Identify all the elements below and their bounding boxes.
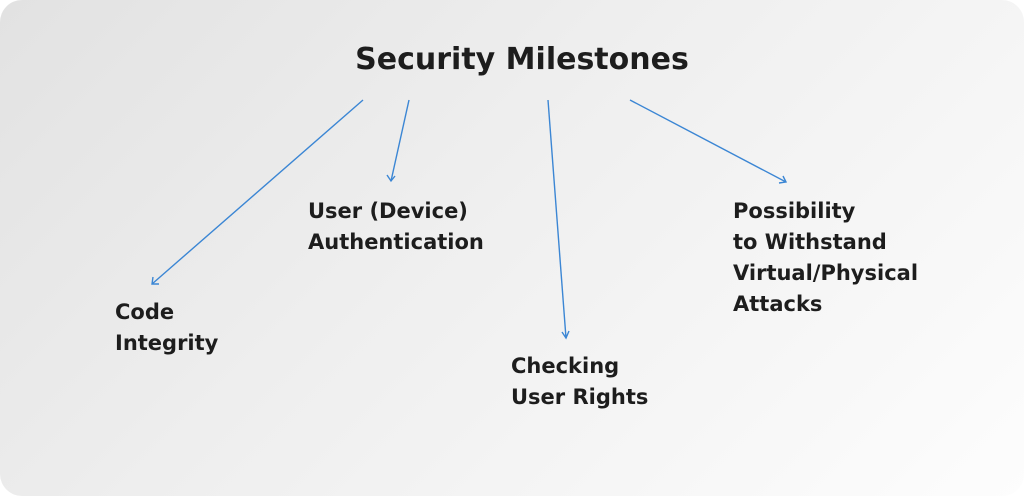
arrow-to-checking-user-rights (547, 99, 570, 340)
node-label-line: Possibility (733, 199, 856, 223)
node-label-line: Authentication (308, 230, 484, 254)
node-label-line: Code (115, 300, 175, 324)
node-label-line: Integrity (115, 331, 219, 355)
node-user-authentication: User (Device) Authentication (308, 196, 484, 258)
node-label-line: Attacks (733, 292, 823, 316)
node-withstand-attacks: Possibility to Withstand Virtual/Physica… (733, 196, 918, 320)
node-code-integrity: Code Integrity (115, 297, 218, 359)
node-label-line: to Withstand (733, 230, 887, 254)
node-label-line: User (Device) (308, 199, 468, 223)
diagram-title: Security Milestones (355, 42, 689, 77)
arrow-to-user-authentication (386, 99, 410, 183)
node-label-line: Checking (511, 354, 620, 378)
arrow-to-code-integrity (151, 99, 364, 285)
node-label-line: User Rights (511, 385, 649, 409)
arrow-to-withstand-attacks (629, 99, 788, 184)
node-checking-user-rights: Checking User Rights (511, 351, 648, 413)
node-label-line: Virtual/Physical (733, 261, 919, 285)
